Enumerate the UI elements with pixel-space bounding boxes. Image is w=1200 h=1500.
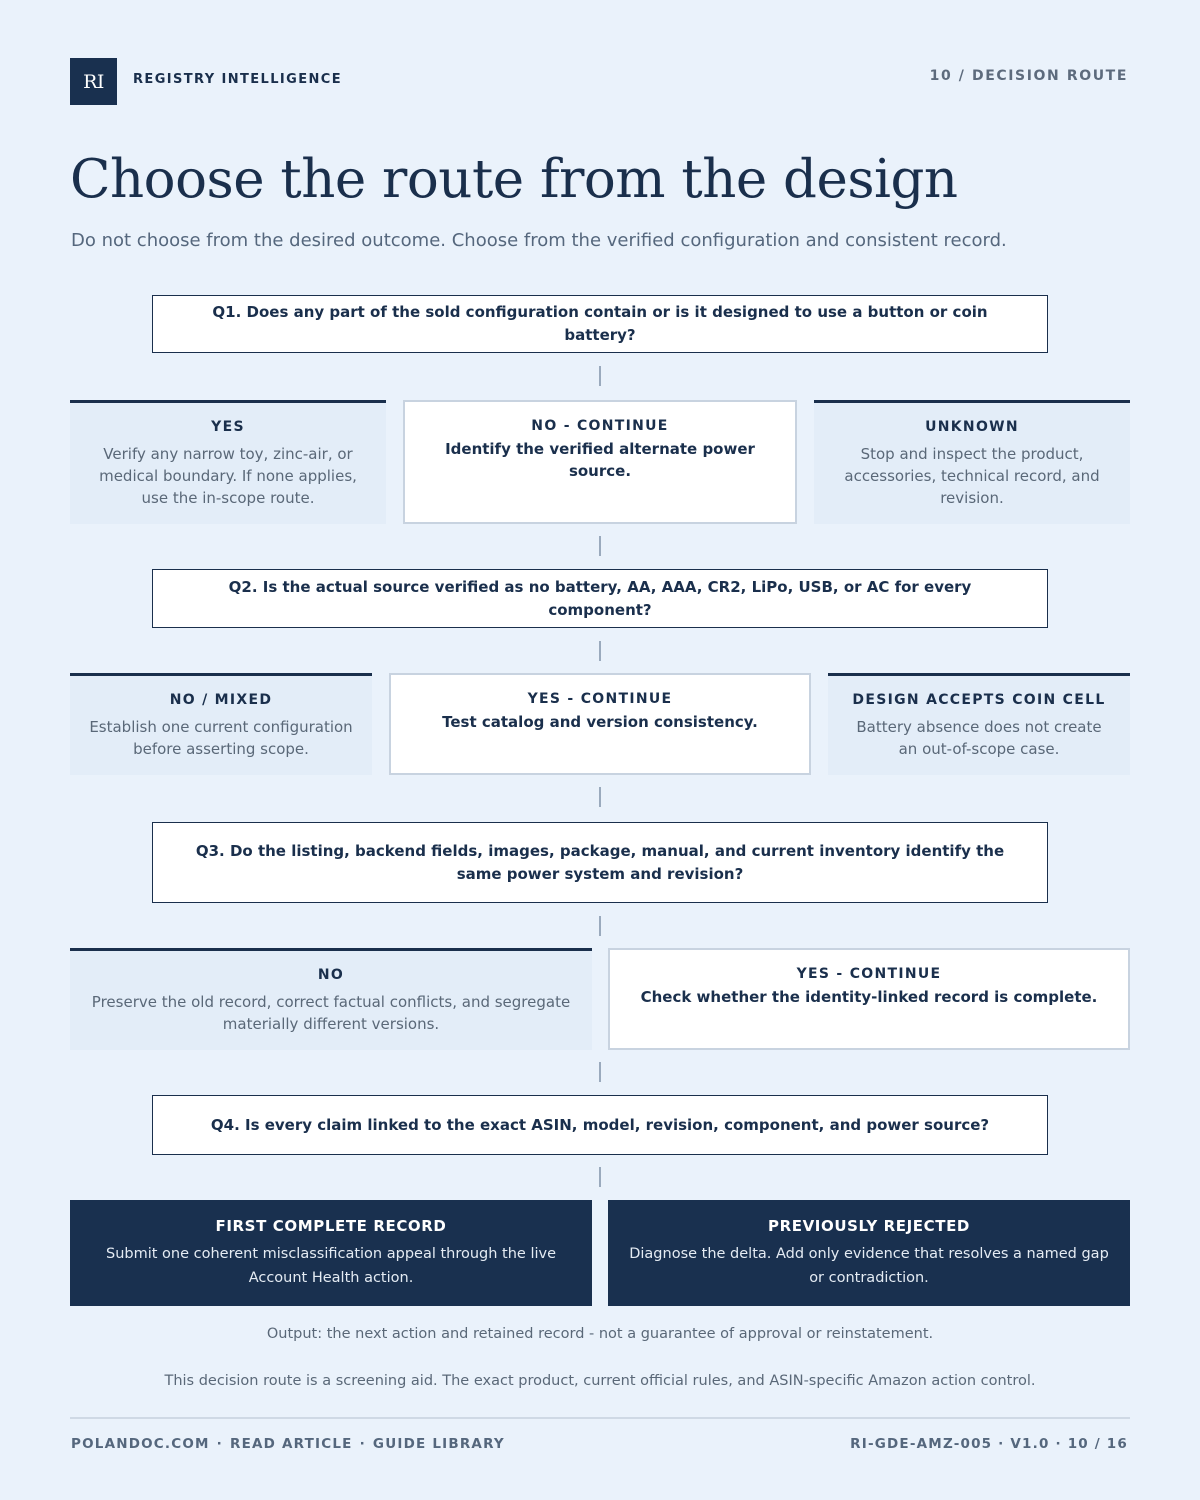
option-body: Check whether the identity-linked record…	[640, 988, 1098, 1006]
question-1: Q1. Does any part of the sold configurat…	[152, 295, 1048, 353]
connector-line	[599, 641, 601, 661]
question-2: Q2. Is the actual source verified as no …	[152, 569, 1048, 628]
page-subtitle: Do not choose from the desired outcome. …	[71, 230, 1007, 251]
footer-link-read-article[interactable]: READ ARTICLE	[230, 1436, 353, 1452]
option-label: NO / MIXED	[169, 692, 273, 708]
option-body: Verify any narrow toy, zinc-air, or medi…	[99, 445, 357, 507]
connector-line	[599, 916, 601, 936]
option-label: UNKNOWN	[925, 419, 1019, 435]
option-q3-no: NO Preserve the old record, correct fact…	[70, 948, 592, 1050]
question-4: Q4. Is every claim linked to the exact A…	[152, 1095, 1048, 1155]
option-label: YES - CONTINUE	[796, 966, 942, 982]
outcome-label: PREVIOUSLY REJECTED	[768, 1217, 970, 1235]
connector-line	[599, 1167, 601, 1187]
option-label: YES - CONTINUE	[527, 691, 673, 707]
section-indicator: 10 / DECISION ROUTE	[929, 68, 1128, 84]
connector-line	[599, 787, 601, 807]
option-body: Establish one current configuration befo…	[89, 718, 353, 758]
option-body: Test catalog and version consistency.	[442, 713, 758, 731]
option-q1-yes: YES Verify any narrow toy, zinc-air, or …	[70, 400, 386, 524]
option-label: NO - CONTINUE	[531, 418, 669, 434]
option-label: NO	[317, 967, 345, 983]
connector-line	[599, 1062, 601, 1082]
footer-links: POLANDOC.COM · READ ARTICLE · GUIDE LIBRARY	[71, 1436, 505, 1452]
option-body: Stop and inspect the product, accessorie…	[844, 445, 1100, 507]
option-label: DESIGN ACCEPTS COIN CELL	[852, 692, 1106, 708]
disclaimer: This decision route is a screening aid. …	[164, 1373, 1036, 1389]
brand-logo: RI	[70, 58, 117, 105]
option-body: Preserve the old record, correct factual…	[91, 993, 571, 1033]
document-id: RI-GDE-AMZ-005 · V1.0 · 10 / 16	[850, 1436, 1128, 1452]
outcome-body: Diagnose the delta. Add only evidence th…	[629, 1246, 1109, 1286]
option-body: Battery absence does not create an out-o…	[856, 718, 1102, 758]
option-q2-yes-continue: YES - CONTINUE Test catalog and version …	[389, 673, 811, 775]
output-note: Output: the next action and retained rec…	[266, 1326, 934, 1342]
outcome-previously-rejected: PREVIOUSLY REJECTED Diagnose the delta. …	[608, 1200, 1130, 1306]
footer-separator: ·	[216, 1436, 223, 1452]
option-body: Identify the verified alternate power so…	[445, 440, 755, 480]
brand-name: REGISTRY INTELLIGENCE	[133, 72, 342, 87]
option-q1-no-continue: NO - CONTINUE Identify the verified alte…	[403, 400, 797, 524]
question-3: Q3. Do the listing, backend fields, imag…	[152, 822, 1048, 903]
footer-link-polandoc[interactable]: POLANDOC.COM	[71, 1436, 210, 1452]
footer-separator: ·	[359, 1436, 366, 1452]
connector-line	[599, 366, 601, 386]
page-title: Choose the route from the design	[70, 149, 958, 210]
option-label: YES	[211, 419, 245, 435]
option-q2-design-accepts-coin-cell: DESIGN ACCEPTS COIN CELL Battery absence…	[828, 673, 1130, 775]
outcome-first-complete-record: FIRST COMPLETE RECORD Submit one coheren…	[70, 1200, 592, 1306]
option-q3-yes-continue: YES - CONTINUE Check whether the identit…	[608, 948, 1130, 1050]
option-q1-unknown: UNKNOWN Stop and inspect the product, ac…	[814, 400, 1130, 524]
footer-link-guide-library[interactable]: GUIDE LIBRARY	[372, 1436, 505, 1452]
connector-line	[599, 536, 601, 556]
footer-divider	[70, 1417, 1130, 1419]
outcome-body: Submit one coherent misclassification ap…	[105, 1246, 557, 1286]
option-q2-no-mixed: NO / MIXED Establish one current configu…	[70, 673, 372, 775]
outcome-label: FIRST COMPLETE RECORD	[215, 1217, 447, 1235]
